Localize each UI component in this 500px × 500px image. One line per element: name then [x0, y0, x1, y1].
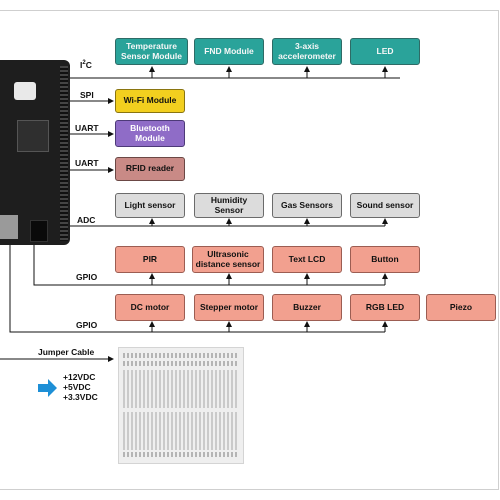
bus-label-spi: SPI [80, 90, 94, 100]
bluetooth-module: Bluetooth Module [115, 120, 185, 147]
fnd-module: FND Module [194, 38, 264, 65]
power-rail-bottom [123, 452, 239, 457]
pin-header [60, 66, 68, 241]
button-module: Button [350, 246, 420, 273]
bus-label-uart-1: UART [75, 123, 99, 133]
dc-motor: DC motor [115, 294, 185, 321]
sound-sensor: Sound sensor [350, 193, 420, 218]
light-sensor: Light sensor [115, 193, 185, 218]
accelerometer-module: 3-axis accelerometer [272, 38, 342, 65]
piezo: Piezo [426, 294, 496, 321]
power-rail-top [123, 353, 239, 358]
jumper-cable-label: Jumper Cable [38, 347, 95, 357]
bus-label-i2c: I2C [80, 60, 92, 70]
terminal-strip-lower [123, 412, 239, 450]
usb-port [0, 215, 18, 239]
bus-label-adc: ADC [77, 215, 96, 225]
voltage-12v: +12VDC [63, 372, 96, 382]
terminal-strip-upper [123, 370, 239, 408]
bus-label-uart-2: UART [75, 158, 99, 168]
wifi-module: Wi-Fi Module [115, 89, 185, 113]
rgb-led: RGB LED [350, 294, 420, 321]
rfid-reader: RFID reader [115, 157, 185, 181]
humidity-sensor: Humidity Sensor [194, 193, 264, 218]
figure-frame [0, 10, 499, 490]
led-module: LED [350, 38, 420, 65]
gas-sensors: Gas Sensors [272, 193, 342, 218]
text-lcd: Text LCD [272, 246, 342, 273]
microcontroller-board [0, 60, 70, 245]
ultrasonic-distance-sensor: Ultrasonic distance sensor [192, 246, 264, 273]
temperature-sensor-module: Temperature Sensor Module [115, 38, 188, 65]
pir-sensor: PIR [115, 246, 185, 273]
bus-label-gpio-2: GPIO [76, 320, 98, 330]
bus-label-gpio-1: GPIO [76, 272, 98, 282]
power-jack [30, 220, 48, 242]
processor-chip [17, 120, 49, 152]
voltage-5v: +5VDC [63, 382, 91, 392]
stepper-motor: Stepper motor [194, 294, 264, 321]
power-arrow-icon [38, 379, 57, 397]
power-rail-top-2 [123, 361, 239, 366]
board-logo [14, 82, 36, 100]
breadboard [118, 347, 244, 464]
voltage-3v3: +3.3VDC [63, 392, 98, 402]
buzzer: Buzzer [272, 294, 342, 321]
